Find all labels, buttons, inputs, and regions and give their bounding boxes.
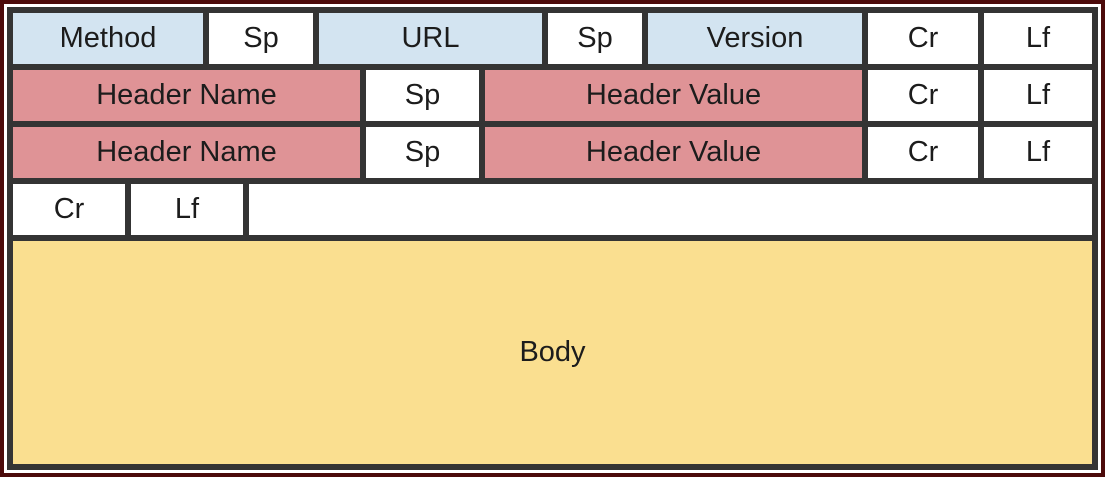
cell-sp: Sp xyxy=(366,127,479,178)
cell-cr: Cr xyxy=(868,127,978,178)
cell-header-name: Header Name xyxy=(13,127,360,178)
cell-body: Body xyxy=(13,241,1092,464)
cell-cr: Cr xyxy=(868,70,978,121)
cell-lf: Lf xyxy=(984,13,1092,64)
request-line-row: Method Sp URL Sp Version Cr Lf xyxy=(13,13,1092,64)
header-line-row-1: Header Name Sp Header Value Cr Lf xyxy=(13,70,1092,121)
cell-method: Method xyxy=(13,13,203,64)
cell-header-value: Header Value xyxy=(485,127,862,178)
cell-sp: Sp xyxy=(548,13,642,64)
cell-cr: Cr xyxy=(13,184,125,235)
cell-cr: Cr xyxy=(868,13,978,64)
cell-header-name: Header Name xyxy=(13,70,360,121)
body-row: Body xyxy=(13,241,1092,464)
blank-line-row: Cr Lf xyxy=(13,184,1092,235)
cell-sp: Sp xyxy=(366,70,479,121)
cell-version: Version xyxy=(648,13,862,64)
cell-url: URL xyxy=(319,13,542,64)
header-line-row-2: Header Name Sp Header Value Cr Lf xyxy=(13,127,1092,178)
cell-empty-filler xyxy=(249,184,1092,235)
http-message-structure-diagram: Method Sp URL Sp Version Cr Lf Header Na… xyxy=(7,7,1098,470)
cell-sp: Sp xyxy=(209,13,313,64)
cell-lf: Lf xyxy=(131,184,243,235)
cell-lf: Lf xyxy=(984,70,1092,121)
cell-lf: Lf xyxy=(984,127,1092,178)
cell-header-value: Header Value xyxy=(485,70,862,121)
